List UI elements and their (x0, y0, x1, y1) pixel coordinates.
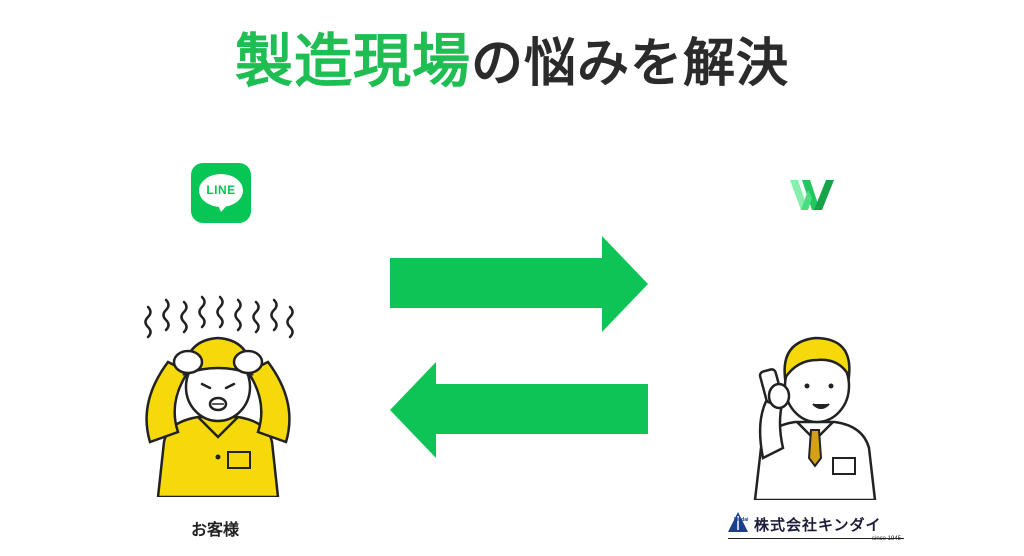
line-logo-text: LINE (206, 183, 236, 197)
page-title: 製造現場の悩みを解決 (0, 14, 1024, 98)
title-highlight: 製造現場 (234, 27, 471, 95)
line-app-icon: LINE (191, 163, 251, 223)
company-since: since 1945 (872, 536, 902, 542)
company-mark-text: kindai (734, 517, 749, 523)
customer-label: お客様 (190, 520, 239, 539)
company-logo: kindai 株式会社キンダイ since 1945 (724, 508, 924, 548)
staff-on-phone-illustration (753, 336, 877, 500)
w-brand-icon (790, 180, 834, 210)
line-bubble (199, 174, 243, 207)
company-logo-mark (728, 512, 748, 532)
worried-worker-illustration (144, 295, 294, 497)
company-name: 株式会社キンダイ (754, 516, 882, 534)
company-rule (728, 538, 904, 539)
arrow-left (390, 362, 648, 458)
line-bubble-tail (217, 203, 229, 212)
title-rest: の悩みを解決 (471, 34, 790, 94)
arrow-right (390, 236, 648, 332)
